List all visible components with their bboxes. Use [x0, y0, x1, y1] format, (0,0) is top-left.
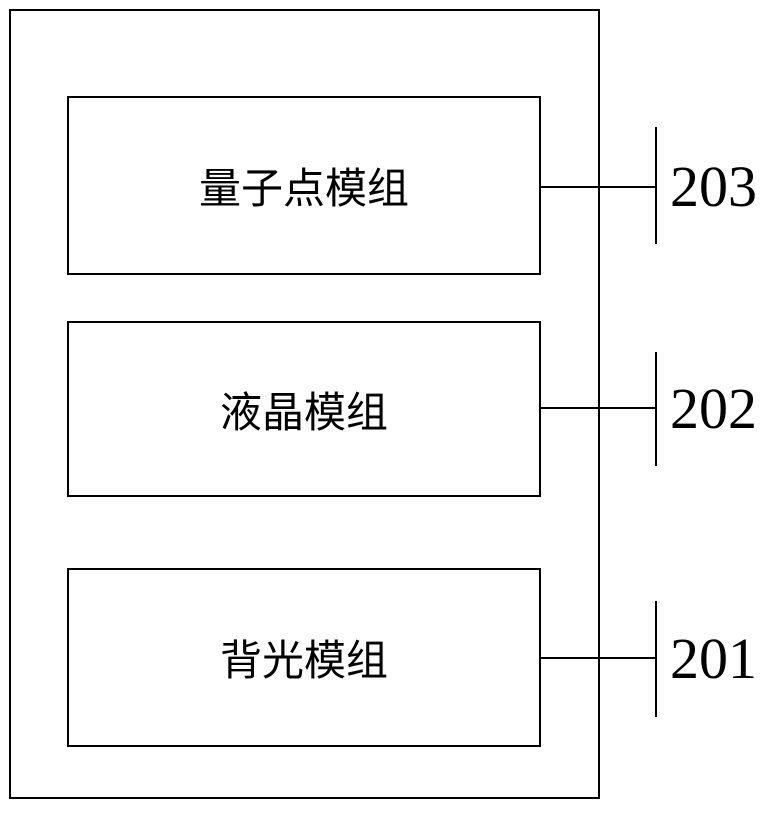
leader-line-201	[541, 657, 656, 659]
quantum-dot-module-box: 量子点模组	[67, 96, 541, 275]
ref-number-201: 201	[670, 630, 757, 688]
ref-tick-203	[655, 127, 657, 244]
backlight-module-label: 背光模组	[220, 627, 388, 688]
leader-line-202	[541, 407, 656, 409]
backlight-module-box: 背光模组	[67, 568, 541, 747]
liquid-crystal-module-box: 液晶模组	[67, 321, 541, 497]
ref-tick-201	[655, 601, 657, 717]
ref-number-202: 202	[670, 380, 757, 438]
liquid-crystal-module-label: 液晶模组	[220, 379, 388, 440]
ref-tick-202	[655, 352, 657, 466]
leader-line-203	[541, 186, 656, 188]
ref-number-203: 203	[670, 158, 757, 216]
quantum-dot-module-label: 量子点模组	[199, 155, 409, 216]
